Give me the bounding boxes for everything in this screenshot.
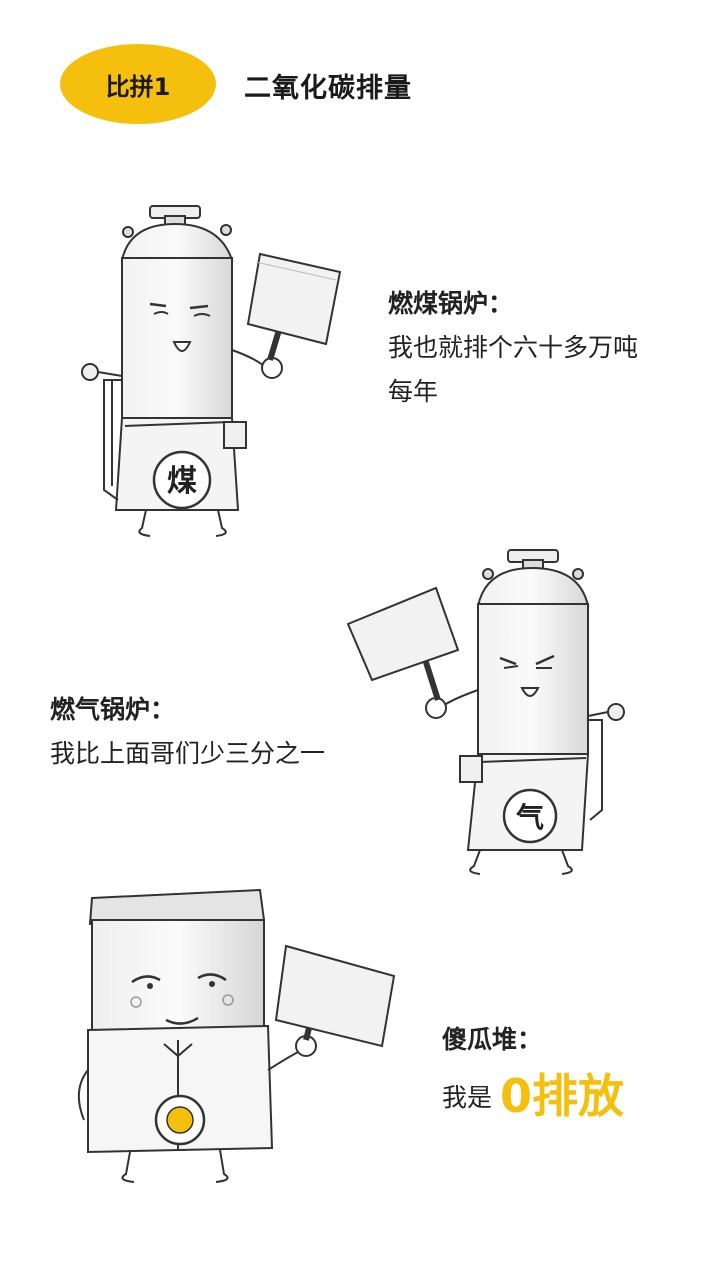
gas-boiler-character: 气 (346, 549, 625, 875)
gas-emblem-char: 气 (515, 801, 544, 834)
comparison-badge: 比拼1 (60, 44, 216, 124)
gas-boiler-speaker: 燃气锅炉： (50, 695, 176, 724)
coal-boiler-character: 煤 (81, 205, 342, 537)
reactor-speaker: 傻瓜堆： (442, 1025, 543, 1054)
coal-boiler-speaker: 燃煤锅炉： (388, 289, 514, 318)
zero-emission-highlight: 0排放 (500, 1069, 625, 1123)
reactor-line-prefix: 我是 (442, 1083, 493, 1112)
coal-boiler-line-2: 每年 (388, 377, 439, 406)
gas-boiler-speech: 燃气锅炉： 我比上面哥们少三分之一 (50, 688, 325, 776)
page-title: 二氧化碳排量 (244, 73, 412, 104)
comparison-badge-label: 比拼1 (105, 72, 171, 101)
coal-boiler-line-1: 我也就排个六十多万吨 (388, 333, 639, 362)
reactor-character (77, 888, 396, 1183)
gas-boiler-line-1: 我比上面哥们少三分之一 (50, 739, 326, 768)
coal-boiler-speech: 燃煤锅炉： 我也就排个六十多万吨 每年 (388, 282, 638, 414)
coal-emblem-char: 煤 (167, 464, 197, 499)
